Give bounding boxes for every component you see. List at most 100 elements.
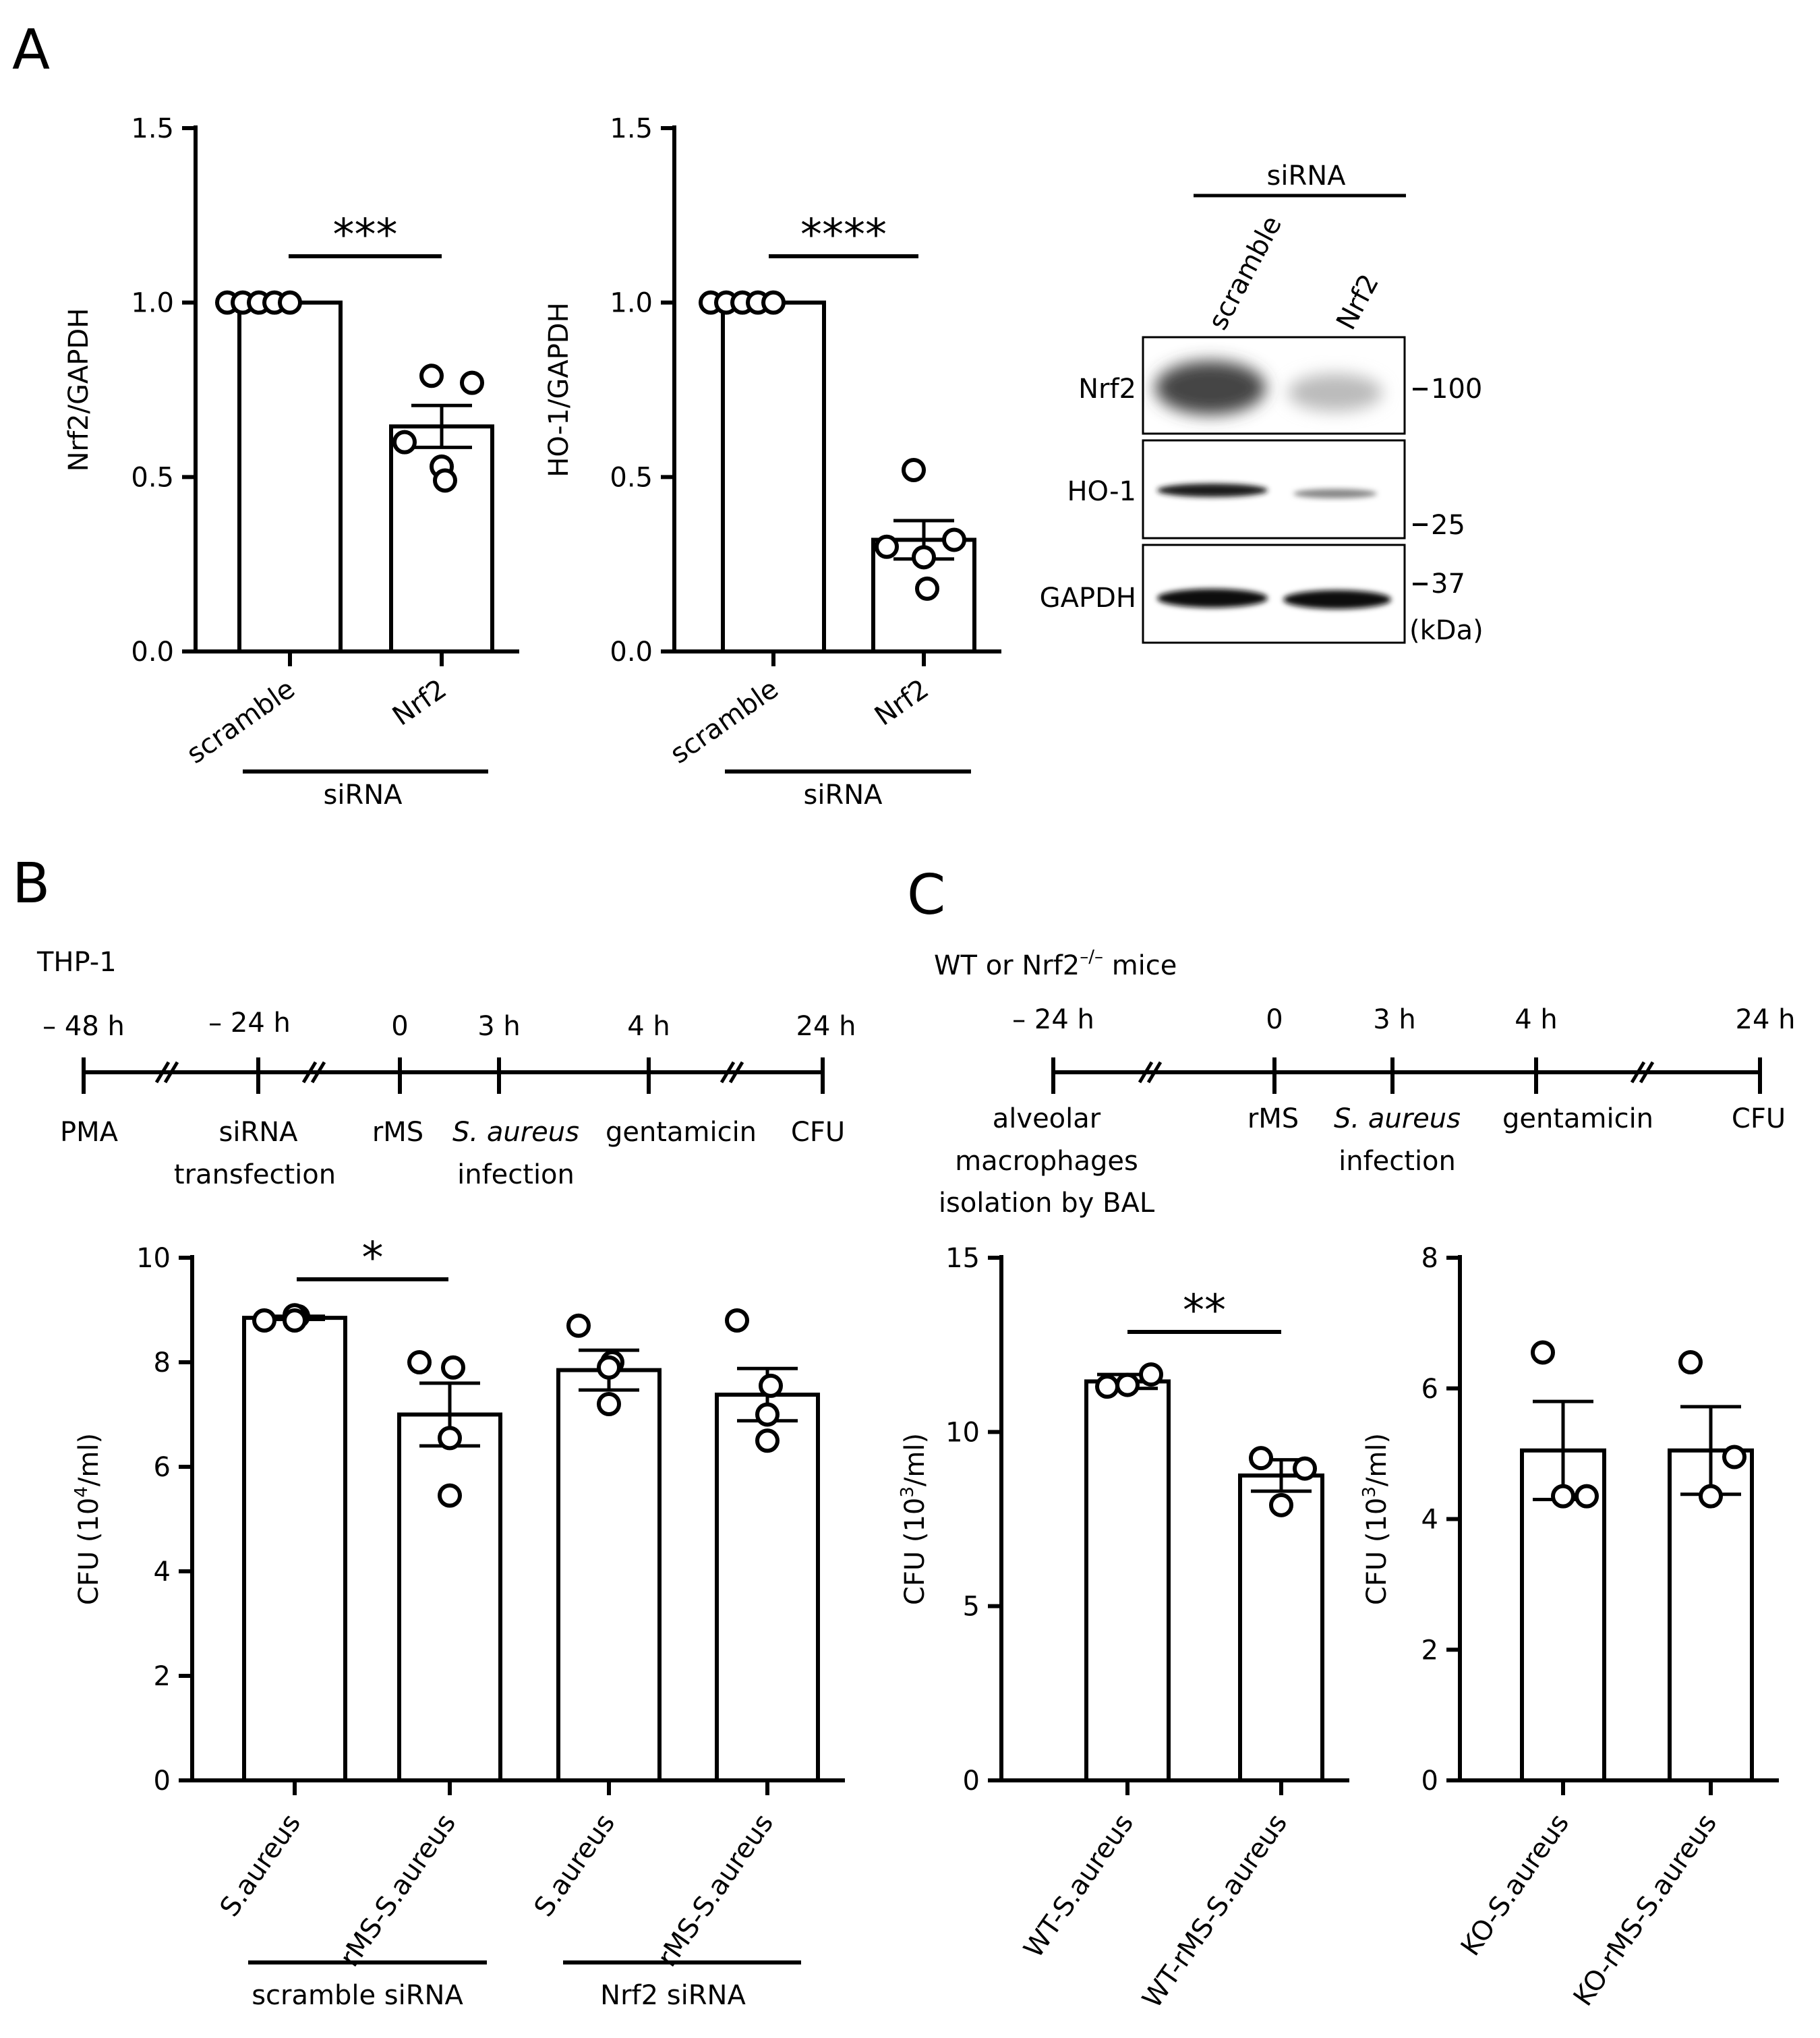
data-point (1575, 1484, 1599, 1509)
data-point (755, 1428, 780, 1453)
timeline-c-event-macrophages: macrophages (955, 1146, 1138, 1177)
x-tick-label: Nrf2 (387, 674, 452, 732)
y-tick-label: 2 (154, 1661, 171, 1692)
marker-37: 37 (1431, 569, 1465, 600)
data-point (902, 457, 926, 482)
timeline-c-time-5: 24 h (1736, 1004, 1796, 1035)
y-tick-label: 2 (1421, 1635, 1438, 1666)
panel-label-b: B (12, 852, 50, 916)
timeline-c-time-4: 4 h (1515, 1004, 1558, 1035)
y-tick-label: 0 (154, 1766, 171, 1797)
data-point (875, 534, 899, 559)
data-point (438, 1426, 462, 1451)
significance-label: * (362, 1233, 384, 1283)
blot-lane-label-scramble: scramble (1202, 211, 1288, 335)
y-tick-label: 1.5 (610, 113, 653, 144)
band-nrf2-scramble (1155, 361, 1266, 415)
blot-row-label-nrf2: Nrf2 (1078, 374, 1136, 405)
y-tick-label: 6 (154, 1452, 171, 1483)
group-label-scramble-sirna: scramble siRNA (252, 1980, 463, 2011)
bar (1084, 1379, 1171, 1783)
timeline-c: WT or Nrf2–/– mice – 24 h 0 3 h 4 h 24 h… (934, 947, 1795, 1219)
x-tick-label: WT-rMS-S.aureus (1137, 1808, 1294, 2014)
y-tick-label: 0.0 (610, 637, 653, 668)
timeline-b-event-infection: infection (457, 1159, 575, 1190)
blot-row-label-ho1: HO-1 (1067, 476, 1136, 507)
timeline-c-time-2: 0 (1266, 1004, 1283, 1035)
timeline-b-event-rms: rMS (372, 1117, 423, 1148)
timeline-c-event-alveolar: alveolar (993, 1103, 1101, 1134)
y-tick-label: 10 (136, 1243, 171, 1274)
panel-label-a: A (12, 18, 50, 82)
data-point (278, 290, 302, 315)
y-tick-label: 6 (1421, 1374, 1438, 1405)
y-tick-label: 1.0 (610, 288, 653, 319)
y-tick-label: 0.5 (131, 462, 174, 493)
y-tick-label: 1.5 (131, 113, 174, 144)
data-point (252, 1308, 276, 1333)
timeline-b-time-3: 0 (391, 1011, 408, 1042)
data-point (915, 576, 939, 601)
data-point (1269, 1492, 1293, 1517)
group-label-a2: siRNA (803, 780, 883, 811)
bar (242, 1316, 347, 1782)
data-point (1722, 1445, 1746, 1469)
data-point (942, 527, 966, 552)
axis-break-icon (154, 1061, 744, 1084)
band-ho1-nrf2 (1293, 489, 1377, 498)
data-point (407, 1350, 432, 1374)
data-point (597, 1392, 621, 1416)
timeline-b-time-5: 4 h (627, 1011, 670, 1042)
y-axis-label: CFU (103/ml) (1359, 1433, 1392, 1605)
timeline-c-event-gentamicin: gentamicin (1502, 1103, 1653, 1134)
timeline-b-time-1: – 48 h (42, 1011, 125, 1042)
y-tick-label: 0.0 (131, 637, 174, 668)
timeline-c-event-bal: isolation by BAL (939, 1188, 1155, 1219)
data-point (597, 1355, 621, 1380)
timeline-b-time-2: – 24 h (208, 1008, 291, 1039)
timeline-b-event-sirna: siRNA (218, 1117, 298, 1148)
bar (715, 1393, 820, 1783)
bar (397, 1412, 502, 1782)
blot-frame-ho1 (1142, 439, 1406, 540)
y-tick-label: 4 (154, 1556, 171, 1588)
y-tick-label: 15 (945, 1243, 980, 1274)
data-point (433, 468, 457, 493)
timeline-c-event-rms: rMS (1247, 1103, 1299, 1134)
x-tick-label: scramble (181, 674, 301, 770)
group-label-nrf2-sirna: Nrf2 siRNA (600, 1980, 746, 2011)
bar (237, 300, 343, 653)
bar (721, 300, 826, 653)
timeline-c-time-3: 3 h (1373, 1004, 1416, 1035)
timeline-c-event-cfu: CFU (1732, 1103, 1786, 1134)
blot-header: siRNA (1266, 161, 1346, 192)
x-tick-label: S.aureus (214, 1808, 307, 1922)
western-blot: siRNA scramble Nrf2 Nrf2 HO-1 GAPDH 100 … (1040, 161, 1484, 646)
band-nrf2-nrf2 (1288, 374, 1382, 411)
data-point (1249, 1446, 1273, 1471)
data-point (725, 1308, 749, 1333)
timeline-c-mice: WT or Nrf2–/– mice (934, 947, 1177, 981)
data-point (1699, 1484, 1723, 1509)
data-point (1293, 1456, 1317, 1481)
data-point (912, 545, 936, 570)
x-tick-label: rMS-S.aureus (651, 1808, 780, 1973)
axis-break-icon (1138, 1061, 1655, 1084)
blot-lane-label-nrf2: Nrf2 (1330, 269, 1385, 334)
y-axis-label: CFU (103/ml) (898, 1433, 931, 1605)
y-tick-label: 5 (963, 1592, 980, 1623)
y-tick-label: 8 (154, 1347, 171, 1378)
y-axis-label: CFU (104/ml) (71, 1433, 105, 1605)
data-point (761, 290, 786, 315)
panel-label-c: C (907, 863, 945, 927)
y-axis-label: Nrf2/GAPDH (63, 308, 94, 472)
timeline-b-event-gentamicin: gentamicin (606, 1117, 757, 1148)
x-tick-label: KO-S.aureus (1455, 1808, 1575, 1961)
timeline-b-time-4: 3 h (477, 1011, 521, 1042)
y-tick-label: 10 (945, 1417, 980, 1448)
